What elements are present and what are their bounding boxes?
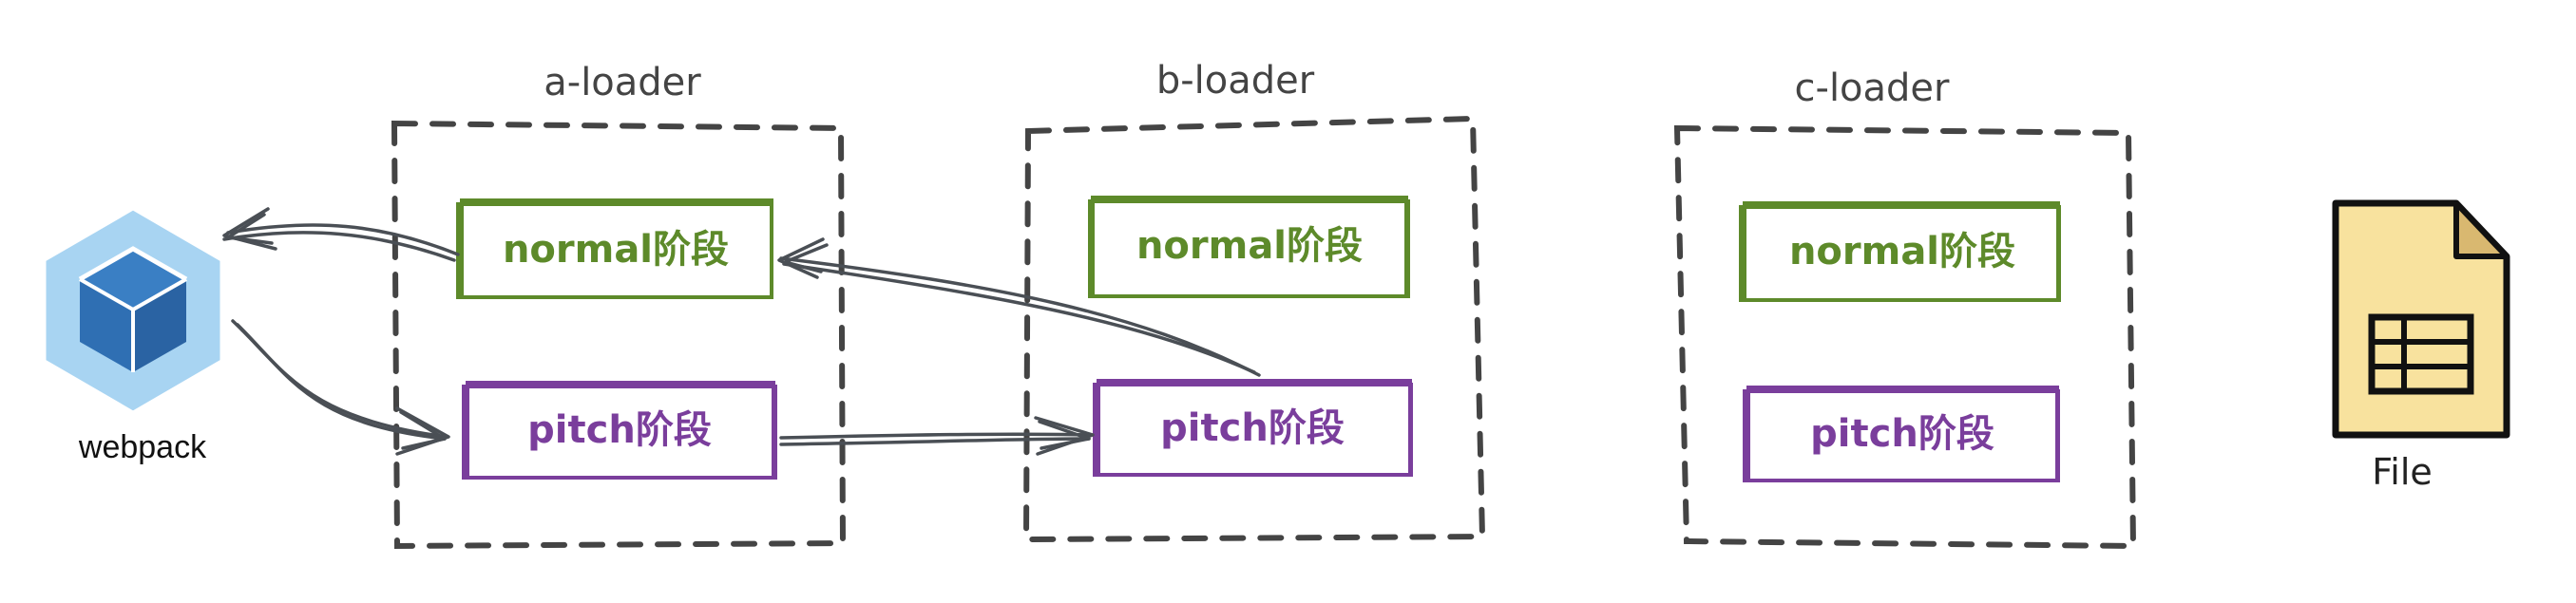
normal-stage-label-c: normal阶段: [1789, 230, 2015, 273]
normal-stage-label-a: normal阶段: [503, 228, 729, 272]
webpack-label: webpack: [78, 429, 207, 465]
file-document-icon: [2332, 199, 2510, 439]
arrow-normal-a-to-webpack: [222, 207, 460, 262]
pitch-stage-a[interactable]: pitch阶段: [462, 381, 777, 480]
loader-group-b: b-loader normal阶段 pitch阶段: [1022, 59, 1486, 543]
normal-stage-label-b: normal阶段: [1136, 224, 1363, 268]
file-label: File: [2372, 451, 2433, 493]
loader-boundary-c: [1673, 124, 2137, 550]
pitch-stage-label-c: pitch阶段: [1810, 412, 1994, 456]
pitch-stage-b[interactable]: pitch阶段: [1093, 379, 1413, 477]
webpack-logo: webpack: [43, 207, 223, 465]
loader-boundary-a: [391, 120, 847, 550]
normal-stage-a[interactable]: normal阶段: [456, 198, 773, 299]
normal-stage-c[interactable]: normal阶段: [1739, 201, 2061, 302]
pitch-stage-c[interactable]: pitch阶段: [1743, 386, 2060, 482]
loader-group-a: a-loader normal阶段 pitch阶段: [391, 61, 847, 550]
normal-stage-b[interactable]: normal阶段: [1088, 196, 1410, 298]
arrow-pitch-a-to-pitch-b: [779, 416, 1095, 456]
loader-boundary-b: [1022, 115, 1486, 543]
webpack-cube-icon: [43, 207, 223, 414]
pitch-stage-label-b: pitch阶段: [1160, 406, 1345, 450]
loader-title-c: c-loader: [1795, 66, 1951, 110]
arrow-webpack-to-pitch-a: [231, 319, 450, 456]
loader-title-b: b-loader: [1156, 59, 1315, 103]
loader-title-a: a-loader: [544, 61, 701, 104]
arrow-pitch-b-to-normal-a: [777, 237, 1261, 377]
loader-group-c: c-loader normal阶段 pitch阶段: [1673, 66, 2137, 550]
file-node: File: [2332, 199, 2510, 493]
pitch-stage-label-a: pitch阶段: [527, 408, 712, 452]
